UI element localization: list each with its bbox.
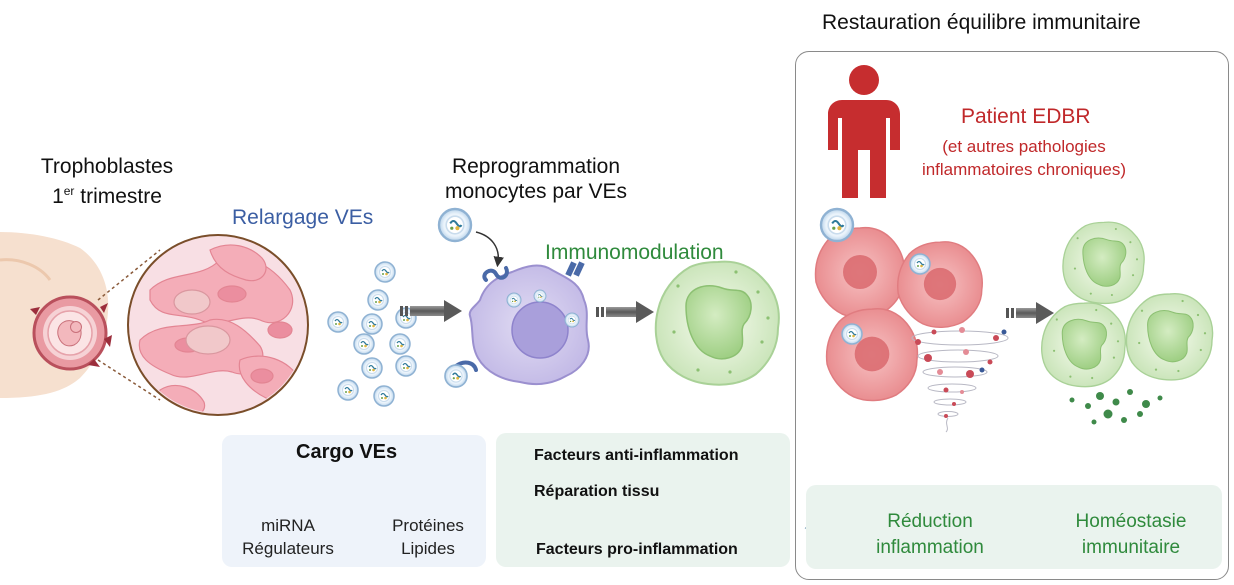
lipides-text: Lipides — [401, 539, 455, 558]
proteines-label: Protéines Lipides — [374, 514, 482, 560]
homeostasie-line2: immunitaire — [1081, 537, 1181, 558]
restoration-panel — [795, 51, 1229, 580]
results-box — [806, 485, 1222, 569]
patient-figure-icon — [828, 65, 900, 198]
homeostasie-label: Homéostasie immunitaire — [1060, 509, 1202, 561]
incoming-vesicle — [437, 207, 504, 388]
trophoblast-zoom-circle — [127, 234, 309, 416]
patient-sub-line1: (et autres pathologies — [942, 137, 1106, 156]
flow-arrow-3 — [1006, 302, 1054, 324]
factor-pro-label: Facteurs pro-inflammation — [536, 541, 738, 558]
trophoblastes-line2: 1er trimestre — [52, 184, 162, 208]
reduction-label: Réduction inflammation — [864, 509, 996, 561]
reprogrammation-line1: Reprogrammation — [451, 155, 621, 178]
factor-reparation-label: Réparation tissu — [534, 483, 660, 500]
mirna-label: miRNA Régulateurs — [228, 514, 348, 560]
factors-box — [496, 433, 790, 567]
relargage-label: Relargage VEs — [232, 206, 374, 229]
reduction-line2: inflammation — [876, 537, 984, 558]
reprogrammation-line2: monocytes par VEs — [444, 180, 628, 203]
trophoblastes-line1: Trophoblastes — [40, 155, 174, 178]
reprogrammation-label: Reprogrammation monocytes par VEs — [426, 154, 646, 204]
mirna-text: miRNA — [261, 516, 315, 535]
reduction-line1: Réduction — [887, 511, 973, 532]
flow-arrow-1 — [400, 300, 462, 322]
cytokine-dots — [915, 327, 1007, 418]
flow-arrow-2 — [596, 301, 654, 323]
patient-sub-line2: inflammatoires chroniques) — [921, 160, 1127, 179]
regulateurs-text: Régulateurs — [242, 539, 334, 558]
patient-label: Patient EDBR — [961, 105, 1091, 128]
homeostasie-line1: Homéostasie — [1075, 511, 1187, 532]
trophoblastes-sup: er — [63, 184, 75, 198]
released-vesicles-cluster — [327, 261, 417, 407]
uterus-embryo-illustration — [30, 295, 112, 371]
cargo-box — [222, 435, 486, 567]
restauration-title: Restauration équilibre immunitaire — [822, 11, 1141, 34]
patient-sub-label: (et autres pathologies inflammatoires ch… — [904, 135, 1144, 181]
monocyte-cell — [454, 261, 590, 385]
immunomodulation-label: Immunomodulation — [545, 241, 724, 264]
factor-anti-label: Facteurs anti-inflammation — [534, 447, 739, 464]
macrophage-cell — [654, 260, 780, 386]
cargo-title: Cargo VEs — [296, 441, 398, 463]
trophoblastes-label: Trophoblastes 1er trimestre — [22, 154, 192, 209]
proteines-text: Protéines — [392, 516, 464, 535]
anti-inflammatory-dots — [1069, 389, 1163, 425]
